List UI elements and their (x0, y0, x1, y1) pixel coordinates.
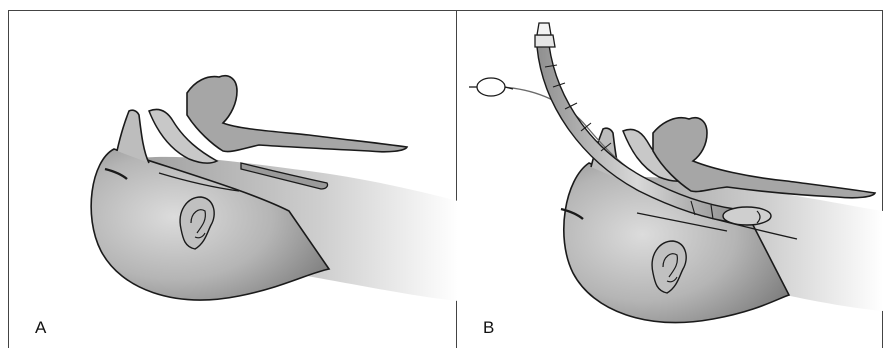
head-airway-illustration-b (457, 11, 883, 349)
panel-a: A (8, 10, 457, 348)
epiglottis (187, 76, 407, 152)
epiglottis (653, 118, 875, 198)
panel-a-label: A (35, 318, 46, 338)
head-airway-illustration-a (9, 11, 458, 349)
panel-b: B (457, 10, 883, 348)
panel-b-label: B (483, 318, 494, 338)
pilot-balloon-icon (469, 78, 513, 96)
